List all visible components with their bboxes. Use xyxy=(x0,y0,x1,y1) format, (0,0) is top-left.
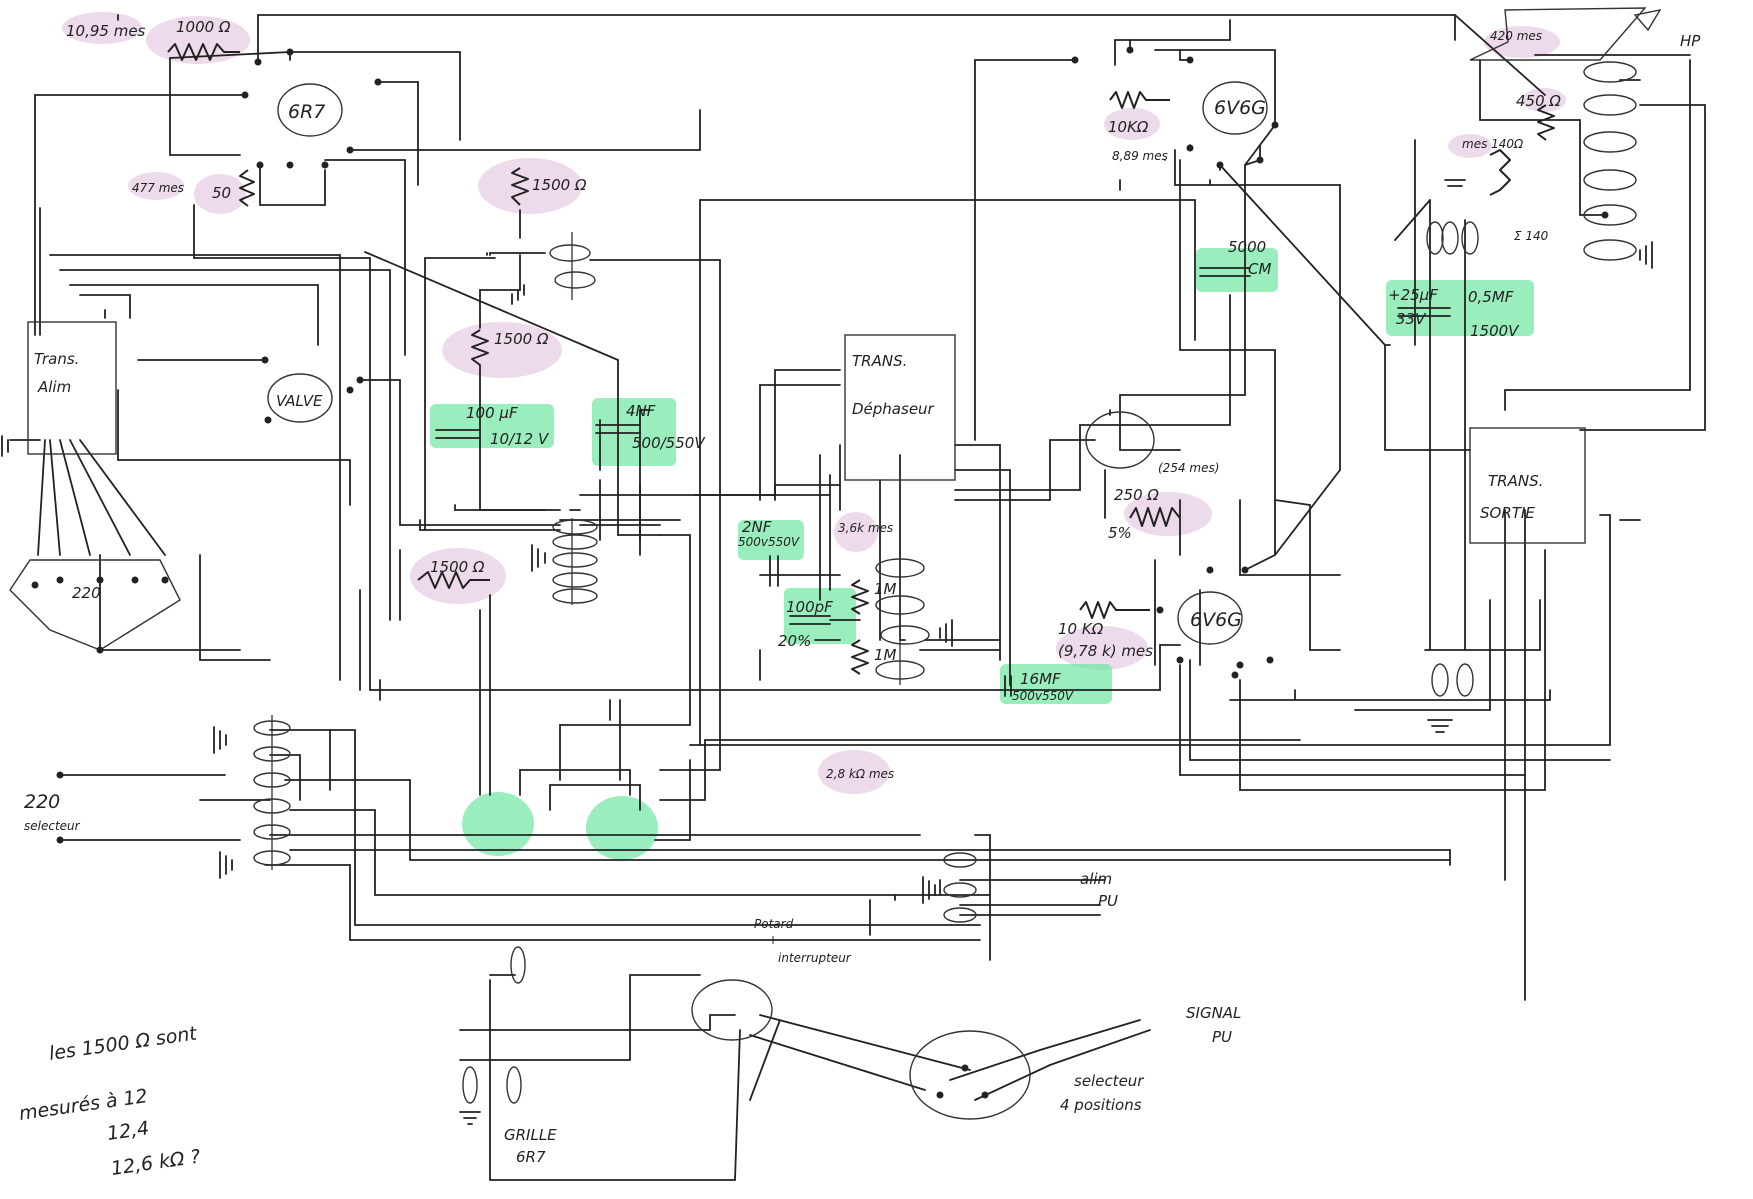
note-bottom-1: les 1500 Ω sont xyxy=(48,1022,200,1065)
label-potard-2: + xyxy=(768,933,778,947)
trans-dephaseur-box xyxy=(844,334,956,481)
note-477: 477 mes xyxy=(132,181,184,195)
label-trans-alim-2: Alim xyxy=(37,378,71,396)
label-r-450: 450 Ω xyxy=(1516,92,1561,110)
trans-alim-box xyxy=(27,321,117,455)
label-r-1m-a: 1M xyxy=(874,580,897,598)
speaker-shape xyxy=(1469,7,1647,61)
tube-6v6-top-socket xyxy=(1202,81,1268,135)
label-r-10k-top: 10KΩ xyxy=(1108,118,1149,136)
note-140: mes 140Ω xyxy=(1462,137,1524,151)
label-c-5000: 5000 xyxy=(1228,238,1266,256)
label-hp: HP xyxy=(1680,32,1701,50)
coil-loop xyxy=(1085,411,1155,469)
label-potard: Potard xyxy=(754,917,794,931)
resistor-10k-top xyxy=(1109,91,1170,109)
resistor-1500-a xyxy=(511,167,529,206)
label-grille: GRILLE xyxy=(504,1126,557,1144)
resistor-1m-b xyxy=(851,639,869,675)
resistor-50 xyxy=(239,169,255,207)
label-v220-selector: 220 xyxy=(24,791,60,813)
label-trans-dephaseur: TRANS. xyxy=(852,352,907,370)
resistor-1m-a xyxy=(851,579,869,615)
resistor-1500-c xyxy=(417,571,490,589)
ground-symbols xyxy=(1,179,1653,1125)
note-254: (254 mes) xyxy=(1158,461,1219,475)
coil-140 xyxy=(1489,149,1511,196)
tube-6v6-bottom-socket xyxy=(1177,591,1243,645)
label-alim-pu: alim xyxy=(1080,870,1112,888)
label-tube-6v6-bottom: 6V6G xyxy=(1190,609,1242,631)
note-sigma: Σ 140 xyxy=(1514,229,1549,243)
label-c-100pf: 100pF xyxy=(786,598,833,616)
label-trans-alim: Trans. xyxy=(34,350,79,368)
label-valve: VALVE xyxy=(276,392,323,410)
label-c-100uf-v: 10/12 V xyxy=(490,430,550,448)
selector-4-positions-body xyxy=(909,1030,1031,1120)
label-potard-3: interrupteur xyxy=(778,951,852,965)
label-c-25uf-v: 33V xyxy=(1396,310,1427,328)
note-bottom-3: 12,4 xyxy=(106,1117,151,1145)
note-3-6k: 3,6k mes xyxy=(838,521,893,535)
label-signal: SIGNAL xyxy=(1186,1004,1241,1022)
trans-sortie-box xyxy=(1469,427,1586,544)
label-alim-pu-2: PU xyxy=(1098,892,1118,910)
label-r-1m-b: 1M xyxy=(874,646,897,664)
label-c-5000-cm: CM xyxy=(1248,260,1271,278)
label-c-100uf: 100 µF xyxy=(466,404,518,422)
wiring xyxy=(9,14,1706,1181)
resistor-450 xyxy=(1537,104,1555,141)
resistor-250 xyxy=(1129,507,1181,527)
valve-socket xyxy=(267,373,333,423)
speaker-cone xyxy=(1633,9,1662,32)
label-tube-6v6-top: 6V6G xyxy=(1214,97,1266,119)
label-r-50: 50 xyxy=(212,184,231,202)
label-c-100pf-tol: 20% xyxy=(778,632,811,650)
note-2-8k: 2,8 kΩ mes xyxy=(826,767,894,781)
pin-dots xyxy=(31,46,1609,1099)
resistor-1000 xyxy=(167,43,240,61)
note-420: 420 mes xyxy=(1490,29,1542,43)
label-c-4nf-v: 500/550V xyxy=(632,434,706,452)
label-r-10k-bottom: 10 KΩ xyxy=(1058,620,1104,638)
label-grille-2: 6R7 xyxy=(516,1148,546,1166)
label-c-25uf: +25µF xyxy=(1388,286,1438,304)
label-selecteur-2: 4 positions xyxy=(1060,1096,1142,1114)
tube-6r7-socket xyxy=(277,83,343,137)
label-v220-selector-2: selecteur xyxy=(24,819,81,833)
note-bottom-4: 12,6 kΩ ? xyxy=(110,1146,202,1180)
note-8-89: 8,89 mes xyxy=(1112,149,1168,163)
note-top-left: 10,95 mes xyxy=(66,22,146,40)
label-r-1500-a: 1500 Ω xyxy=(532,176,587,194)
label-r-1000: 1000 Ω xyxy=(176,18,231,36)
label-c-2nf-v: 500v550V xyxy=(738,535,800,549)
mains-plug xyxy=(9,559,181,651)
label-selecteur: selecteur xyxy=(1074,1072,1144,1090)
resistor-1500-b xyxy=(471,329,489,366)
label-c-05mf: 0,5MF xyxy=(1468,288,1514,306)
label-trans-dephaseur-2: Déphaseur xyxy=(852,400,935,418)
label-trans-sortie: TRANS. xyxy=(1488,472,1543,490)
label-r-1500-c: 1500 Ω xyxy=(430,558,485,576)
label-signal-2: PU xyxy=(1212,1028,1232,1046)
label-r-250-tol: 5% xyxy=(1108,524,1132,542)
potard-body xyxy=(691,979,773,1041)
label-r-1500-b: 1500 Ω xyxy=(494,330,549,348)
resistors xyxy=(167,43,1555,675)
label-c-4nf: 4NF xyxy=(626,402,656,420)
label-c-2nf: 2NF xyxy=(742,518,772,536)
note-9-78: (9,78 k) mes xyxy=(1058,642,1153,660)
label-trans-sortie-2: SORTIE xyxy=(1480,504,1535,522)
label-r-250: 250 Ω xyxy=(1114,486,1159,504)
label-tube-6r7: 6R7 xyxy=(288,101,325,123)
components xyxy=(1,7,1662,1125)
label-c-16mf: 16MF xyxy=(1020,670,1061,688)
resistor-10k-bottom xyxy=(1079,601,1150,619)
label-c-16mf-v: 500v550V xyxy=(1012,689,1074,703)
label-c-05mf-v: 1500V xyxy=(1470,322,1520,340)
label-v220: 220 xyxy=(72,584,101,602)
